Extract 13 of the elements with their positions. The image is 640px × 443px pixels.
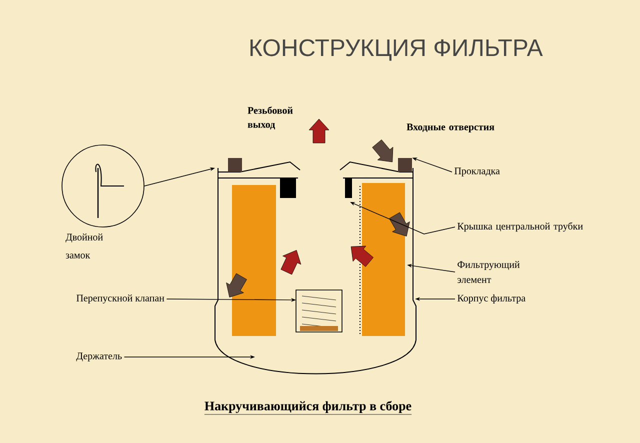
title: КОНСТРУКЦИЯ ФИЛЬТРА xyxy=(250,39,543,61)
part-label: Перепускной клапан xyxy=(76,294,164,304)
caption: Накручивающийся фильтр в сборе xyxy=(204,400,412,415)
part-label: Прокладка xyxy=(454,168,500,176)
caption-text: Двойной замок xyxy=(66,234,103,258)
part-label: Фильтрующий элемент xyxy=(458,261,520,283)
part-label: Крышка центральной трубки xyxy=(457,222,583,232)
gasket-block xyxy=(398,158,412,172)
part-label: Держатель xyxy=(76,352,122,362)
detail-inset xyxy=(62,144,144,228)
part-label: Корпус фильтра xyxy=(457,294,526,304)
part-label: Резьбовой выход xyxy=(248,106,293,130)
part-label: Входные отверстия xyxy=(406,124,494,132)
